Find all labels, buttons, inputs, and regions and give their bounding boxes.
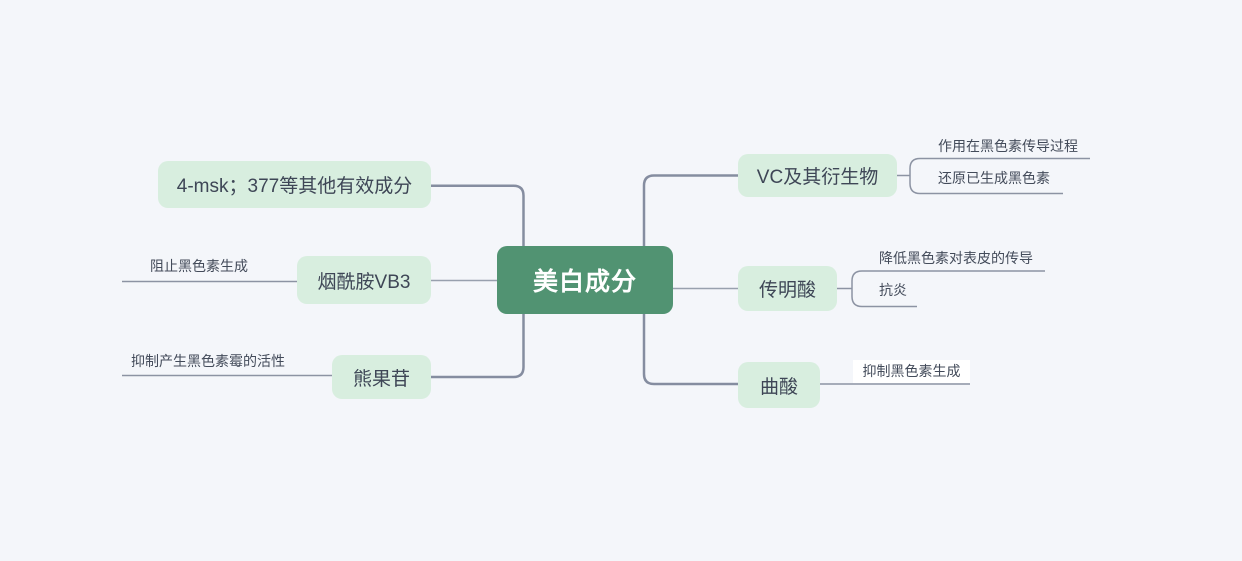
leaf-node-anti-inflammatory[interactable]: 抗炎 [879, 282, 907, 298]
branch-node-kojic-acid[interactable]: 曲酸 [738, 362, 820, 408]
leaf-node-inhibit-melanin-production[interactable]: 抑制黑色素生成 [853, 360, 970, 383]
leaf-node-block-melanin-production[interactable]: 阻止黑色素生成 [150, 258, 248, 274]
branch-node-arbutin[interactable]: 熊果苷 [332, 355, 431, 399]
branch-node-niacinamide-vb3[interactable]: 烟酰胺VB3 [297, 256, 431, 304]
branch-node-vc-derivatives[interactable]: VC及其衍生物 [738, 154, 897, 197]
leaf-node-inhibit-melanin-enzyme-activity[interactable]: 抑制产生黑色素霉的活性 [131, 353, 285, 369]
branch-node-4msk-377[interactable]: 4-msk；377等其他有效成分 [158, 161, 431, 208]
leaf-node-reduce-formed-melanin[interactable]: 还原已生成黑色素 [938, 170, 1050, 186]
branch-node-tranexamic-acid[interactable]: 传明酸 [738, 266, 837, 311]
leaf-node-reduce-melanin-transfer-to-epidermis[interactable]: 降低黑色素对表皮的传导 [879, 250, 1033, 266]
root-node-whitening-ingredients[interactable]: 美白成分 [497, 246, 673, 314]
leaf-node-acts-on-melanin-transfer[interactable]: 作用在黑色素传导过程 [938, 138, 1078, 154]
